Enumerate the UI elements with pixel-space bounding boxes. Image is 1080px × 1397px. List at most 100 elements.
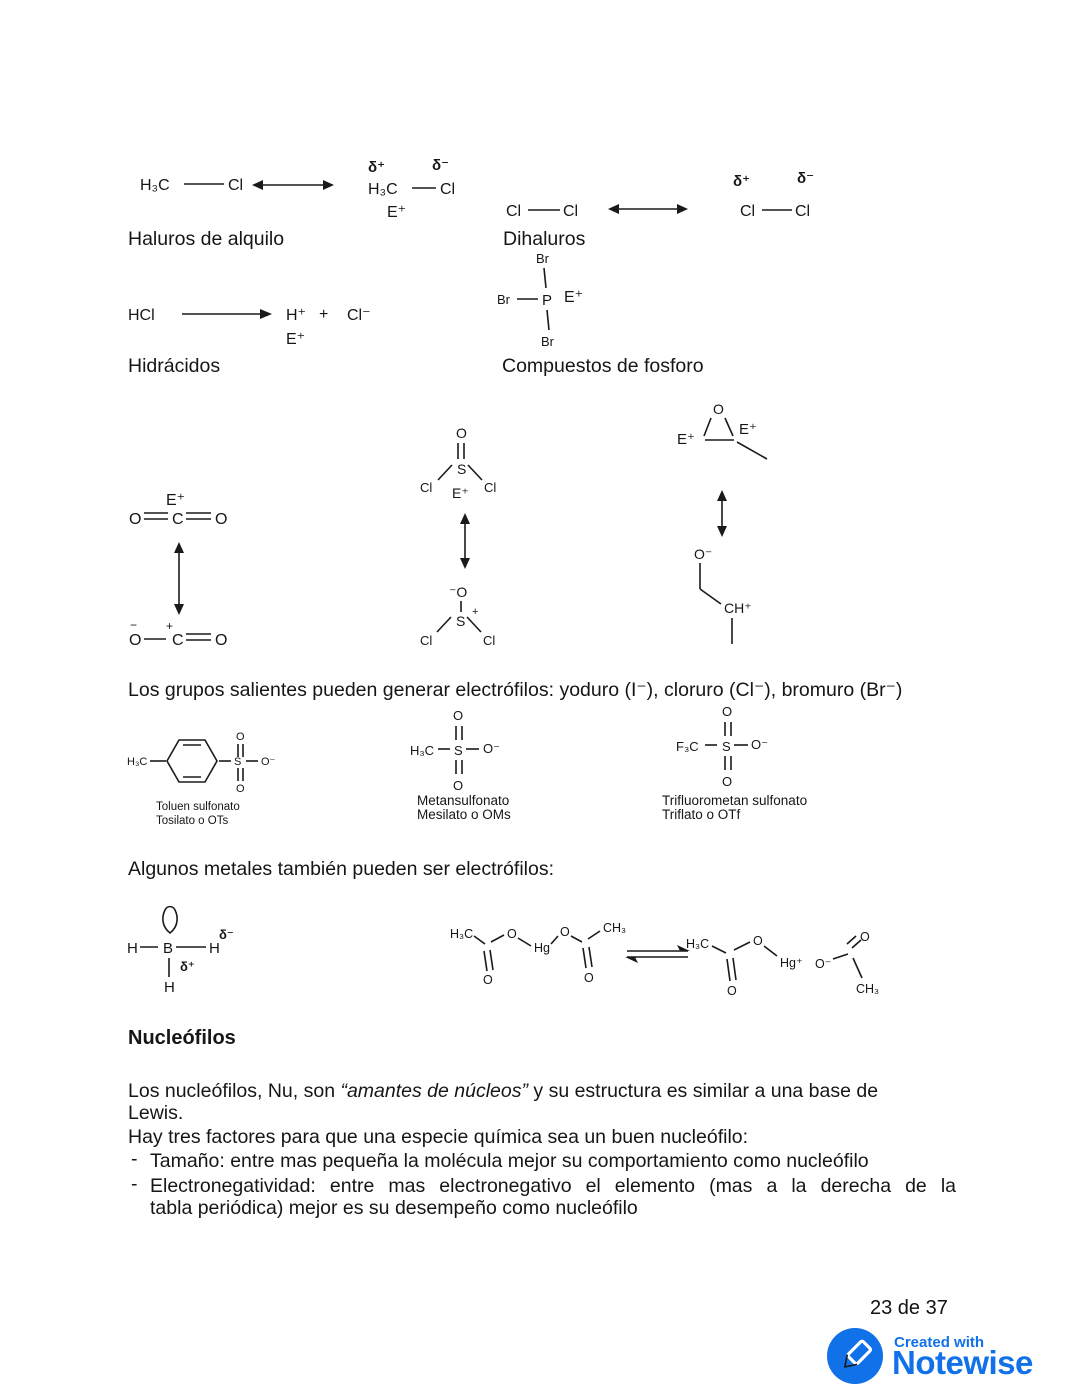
mercury-acetate-cation-structure: H₃C O O Hg⁺	[686, 934, 803, 998]
label-hidracidos: Hidrácidos	[128, 355, 221, 377]
ion-cl-minus: Cl⁻	[347, 307, 371, 324]
atom-o: O	[722, 774, 732, 789]
atom-s: S	[722, 739, 731, 754]
atom-h: H	[164, 979, 175, 996]
delta-minus: δ⁻	[432, 157, 449, 174]
cation-hg-plus: Hg⁺	[780, 956, 803, 970]
electrophile-symbol: E⁺	[452, 485, 469, 501]
atom-c: C	[172, 511, 184, 528]
resonance-arrow	[608, 204, 688, 214]
label-toluen-sulfonato: Toluen sulfonato	[156, 801, 240, 813]
atom-f3c: F₃C	[676, 739, 699, 754]
triflate-structure: O F₃C S O⁻ O	[676, 704, 768, 789]
atom-o-minus: ⁻O	[449, 584, 467, 600]
atom-c: C	[172, 632, 184, 649]
sentence-metals: Algunos metales también pueden ser elect…	[128, 858, 554, 880]
electrophile-symbol: E⁺	[286, 331, 305, 348]
atom-o: O	[722, 704, 732, 719]
atom-cl: Cl	[506, 203, 521, 220]
p1-pre: Los nucleófilos, Nu, son	[128, 1080, 341, 1102]
mercury-diacetate-structure: H₃C O O Hg O O CH₃	[450, 921, 626, 987]
phosphorus-structure: Br Br P E⁺ Br	[497, 251, 583, 349]
atom-o-minus: O⁻	[483, 741, 500, 756]
created-with-text: Created with	[894, 1334, 985, 1351]
bullet-dash-2: -	[131, 1173, 138, 1195]
atom-o-minus: O⁻	[815, 957, 831, 971]
atom-cl: Cl	[563, 203, 578, 220]
pencil-icon	[843, 1339, 873, 1368]
electrophile-symbol: E⁺	[739, 421, 757, 438]
reaction-arrow	[182, 309, 272, 319]
paragraph-nucleophiles-line1: Los nucleófilos, Nu, son “amantes de núc…	[128, 1080, 878, 1102]
co2-resonance-structure: E⁺ O C O − O + C O	[129, 492, 227, 649]
atom-o: O	[215, 632, 227, 649]
plus-charge: +	[472, 606, 478, 618]
atom-h3c: H₃C	[410, 743, 434, 758]
bullet-electronegatividad-line1: Electronegatividad: entre mas electroneg…	[150, 1175, 956, 1197]
atom-cl: Cl	[795, 203, 810, 220]
label-haluros-de-alquilo: Haluros de alquilo	[128, 228, 285, 250]
atom-o: O	[215, 511, 227, 528]
label-dihaluros: Dihaluros	[503, 228, 586, 250]
atom-cl: Cl	[740, 203, 755, 220]
atom-b: B	[163, 940, 173, 957]
tosylate-structure: H₃C S O O O⁻	[127, 731, 276, 795]
electrophile-symbol: E⁺	[166, 492, 185, 509]
atom-br: Br	[536, 251, 550, 266]
dihalide-structure: Cl Cl δ⁺ δ⁻ Cl Cl	[506, 170, 814, 220]
atom-o: O	[453, 708, 463, 723]
atom-o: O	[483, 973, 493, 987]
p1-post: y su estructura es similar a una base de	[527, 1080, 879, 1102]
atom-o: O	[727, 984, 737, 998]
delta-minus: δ⁻	[219, 927, 234, 942]
resonance-arrow-vertical	[717, 490, 727, 537]
atom-h3c: H₃C	[368, 181, 398, 198]
atom-ch3: CH₃	[856, 982, 879, 996]
electrophile-symbol: E⁺	[564, 289, 583, 306]
resonance-arrow-vertical	[174, 542, 184, 615]
atom-o-minus: O⁻	[751, 737, 768, 752]
bullet-tamano: Tamaño: entre mas pequeña la molécula me…	[150, 1150, 869, 1172]
plus-charge: +	[166, 619, 173, 633]
resonance-arrow	[252, 180, 334, 190]
socl2-resonance-structure: O S Cl Cl E⁺ ⁻O S + Cl Cl	[420, 425, 496, 648]
page-number: 23 de 37	[870, 1297, 948, 1319]
atom-h3c: H₃C	[686, 937, 709, 951]
atom-o: O	[453, 778, 463, 793]
delta-plus: δ⁺	[180, 959, 195, 974]
bullet-dash-1: -	[131, 1148, 138, 1170]
logo-circle	[827, 1328, 883, 1384]
heading-nucleofilos: Nucleófilos	[128, 1027, 236, 1049]
molecule-hcl: HCl	[128, 307, 155, 324]
atom-o: O	[129, 632, 141, 649]
carbocation-ch: CH⁺	[724, 600, 752, 616]
atom-cl: Cl	[420, 633, 432, 648]
atom-cl: Cl	[483, 633, 495, 648]
atom-h: H	[127, 940, 138, 957]
atom-br: Br	[497, 292, 511, 307]
equilibrium-arrows	[625, 945, 690, 963]
delta-plus: δ⁺	[733, 173, 750, 190]
atom-h3c: H₃C	[127, 756, 147, 768]
atom-s: S	[456, 613, 465, 629]
empty-orbital-lobe	[162, 905, 178, 935]
atom-o: O	[753, 934, 763, 948]
atom-o-minus: O⁻	[261, 756, 276, 768]
label-metansulfonato: Metansulfonato	[417, 793, 510, 808]
atom-s: S	[234, 756, 241, 768]
atom-p: P	[542, 292, 552, 309]
electrophile-symbol: E⁺	[677, 431, 695, 448]
paragraph-three-factors: Hay tres factores para que una especie q…	[128, 1126, 749, 1148]
atom-s: S	[457, 461, 466, 477]
atom-o: O	[236, 783, 245, 795]
alkyl-halide-structure: H₃C Cl δ⁺ δ⁻ H₃C Cl E⁺	[140, 157, 455, 221]
atom-h: H	[209, 940, 220, 957]
plus-sign: +	[319, 306, 328, 323]
p1-italic-quote: “amantes de núcleos”	[340, 1080, 528, 1102]
label-compuestos-de-fosforo: Compuestos de fosforo	[502, 355, 704, 377]
label-mesilato-oms: Mesilato o OMs	[417, 807, 511, 822]
bullet-electronegatividad-line2: tabla periódica) mejor es su desempeño c…	[150, 1197, 638, 1219]
atom-br: Br	[541, 334, 555, 349]
minus-charge: −	[130, 618, 137, 632]
